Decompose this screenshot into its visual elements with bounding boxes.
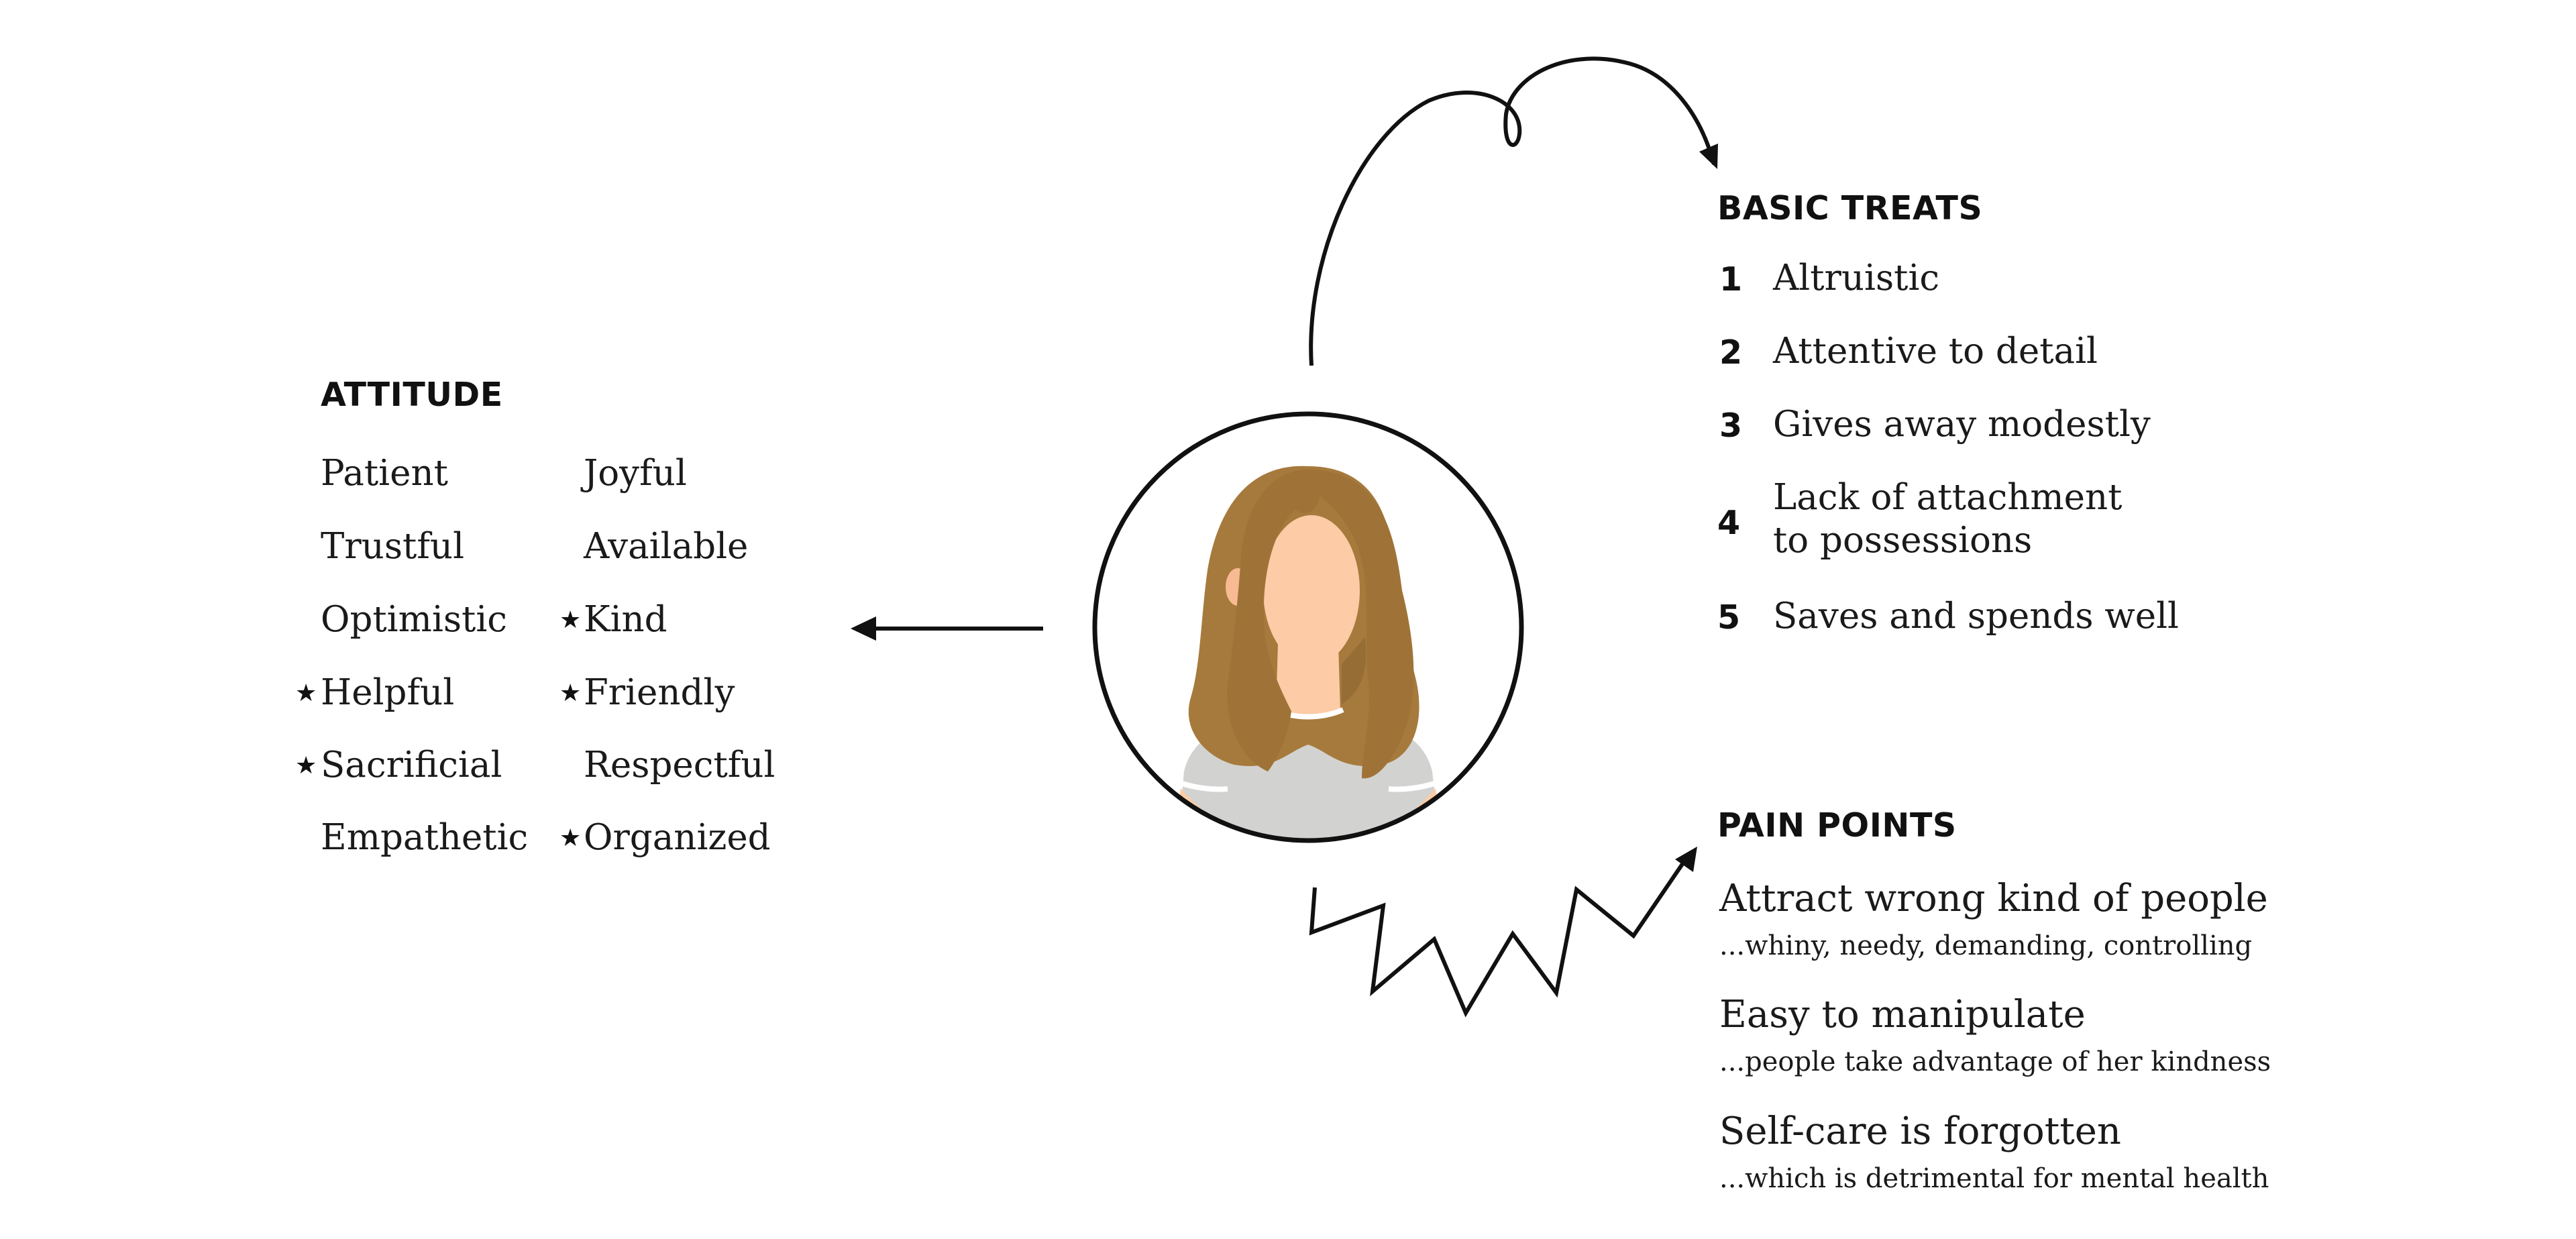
arrow-left-icon <box>851 616 1043 641</box>
trait-number: 1 <box>1719 260 1743 299</box>
attitude-item: Trustful <box>321 526 465 567</box>
attitude-item: Organized <box>584 817 771 858</box>
trait-text: Saves and spends well <box>1773 596 2179 637</box>
pain-point-detail: ...whiny, needy, demanding, controlling <box>1719 930 2253 961</box>
star-icon: ★ <box>559 680 582 707</box>
star-icon: ★ <box>295 680 317 707</box>
pain-point-title: Self-care is forgotten <box>1719 1110 2121 1153</box>
star-icon: ★ <box>559 606 582 634</box>
trait-text: Attentive to detail <box>1773 331 2098 372</box>
zigzag-arrow-icon <box>1309 847 1697 1018</box>
trait-number: 3 <box>1719 407 1743 445</box>
attitude-item: Empathetic <box>321 817 529 858</box>
attitude-item: Patient <box>321 453 448 494</box>
trait-text: Altruistic <box>1773 258 1940 299</box>
pain-point-title: Attract wrong kind of people <box>1719 877 2268 920</box>
pain-point-detail: ...people take advantage of her kindness <box>1719 1046 2271 1077</box>
attitude-item: Helpful <box>321 672 455 713</box>
attitude-heading: ATTITUDE <box>321 376 503 414</box>
pain-points-heading: PAIN POINTS <box>1717 806 1957 845</box>
trait-text: Lack of attachment to possessions <box>1773 477 2123 561</box>
attitude-item: Available <box>584 526 749 567</box>
attitude-item: Kind <box>584 599 667 640</box>
trait-number: 5 <box>1717 598 1741 637</box>
star-icon: ★ <box>559 824 582 852</box>
avatar <box>1092 411 1524 843</box>
pain-point-detail: ...which is detrimental for mental healt… <box>1719 1163 2269 1194</box>
basic-traits-heading: BASIC TREATS <box>1717 189 1983 227</box>
loop-arrow-icon <box>1309 56 1718 366</box>
trait-number: 4 <box>1717 504 1741 542</box>
trait-text: Gives away modestly <box>1773 404 2151 445</box>
trait-number: 2 <box>1719 333 1743 372</box>
pain-point-title: Easy to manipulate <box>1719 993 2086 1036</box>
attitude-item: Sacrificial <box>321 745 502 786</box>
attitude-item: Respectful <box>584 745 775 786</box>
attitude-item: Joyful <box>584 453 687 494</box>
attitude-item: Optimistic <box>321 599 507 640</box>
attitude-item: Friendly <box>584 672 735 713</box>
star-icon: ★ <box>295 752 317 779</box>
